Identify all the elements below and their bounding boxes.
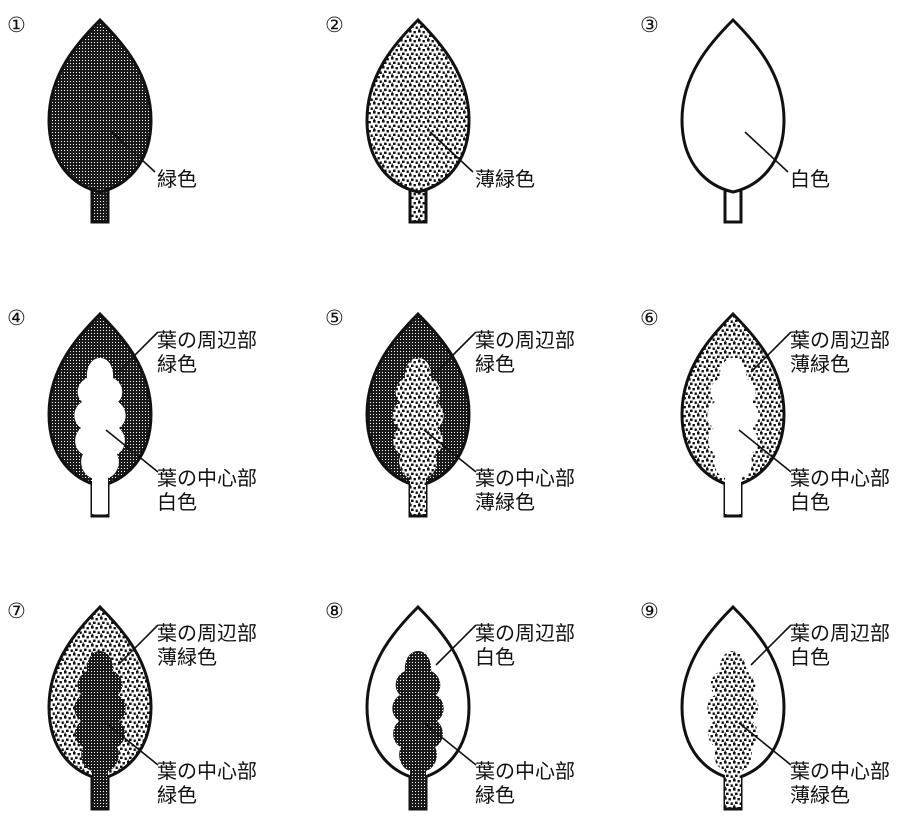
label-center: 葉の中心部 <box>475 759 575 783</box>
label-periphery: 白色 <box>790 645 830 669</box>
panel-number: ④ <box>7 306 26 330</box>
panel-number: ② <box>325 13 344 37</box>
label-periphery: 葉の周辺部 <box>475 328 575 352</box>
leaf-shape <box>49 314 151 516</box>
leaf-shape <box>367 20 469 222</box>
leaf-stem <box>410 190 426 222</box>
label-text: 薄緑色 <box>475 167 535 191</box>
panel-number: ⑤ <box>325 306 344 330</box>
panel-number: ⑧ <box>325 599 344 623</box>
leaf-periphery <box>49 20 151 192</box>
label-periphery: 葉の周辺部 <box>475 621 575 645</box>
panel-number: ③ <box>640 13 659 37</box>
leaf-panel-1: ① 緑色 <box>7 13 197 222</box>
panel-number: ① <box>7 13 26 37</box>
label-periphery: 葉の周辺部 <box>157 621 257 645</box>
leaf-shape <box>367 607 469 809</box>
leaf-stem <box>725 190 741 222</box>
label-center: 薄緑色 <box>475 490 535 514</box>
label-text: 緑色 <box>157 167 197 191</box>
label-periphery: 緑色 <box>475 352 515 376</box>
leaf-shape <box>367 314 469 516</box>
leaf-periphery <box>367 20 469 192</box>
label-center: 葉の中心部 <box>157 759 257 783</box>
panel-number: ⑥ <box>640 306 659 330</box>
label-periphery: 葉の周辺部 <box>790 328 890 352</box>
label-center: 白色 <box>790 490 830 514</box>
label-center: 葉の中心部 <box>157 466 257 490</box>
leaf-shape <box>682 607 784 809</box>
label-center: 白色 <box>157 490 197 514</box>
label-periphery: 薄緑色 <box>790 352 850 376</box>
label-center: 葉の中心部 <box>475 466 575 490</box>
label-periphery: 薄緑色 <box>157 645 217 669</box>
leaf-shape <box>682 20 784 222</box>
leaf-shape <box>682 314 784 516</box>
label-text: 白色 <box>790 167 830 191</box>
leaf-panel-3: ③ 白色 <box>640 13 830 222</box>
label-center: 葉の中心部 <box>790 759 890 783</box>
label-periphery: 白色 <box>475 645 515 669</box>
panel-number: ⑨ <box>640 599 659 623</box>
leaf-panel-2: ② 薄緑色 <box>325 13 535 222</box>
label-periphery: 葉の周辺部 <box>157 328 257 352</box>
leaf-shape <box>49 20 151 222</box>
label-center: 緑色 <box>157 783 197 807</box>
label-center: 葉の中心部 <box>790 466 890 490</box>
label-center: 薄緑色 <box>790 783 850 807</box>
leaf-stem <box>92 190 108 222</box>
leaf-periphery <box>682 20 784 192</box>
panel-number: ⑦ <box>7 599 26 623</box>
label-center: 緑色 <box>475 783 515 807</box>
label-periphery: 葉の周辺部 <box>790 621 890 645</box>
leaf-shape <box>49 607 151 809</box>
label-periphery: 緑色 <box>157 352 197 376</box>
